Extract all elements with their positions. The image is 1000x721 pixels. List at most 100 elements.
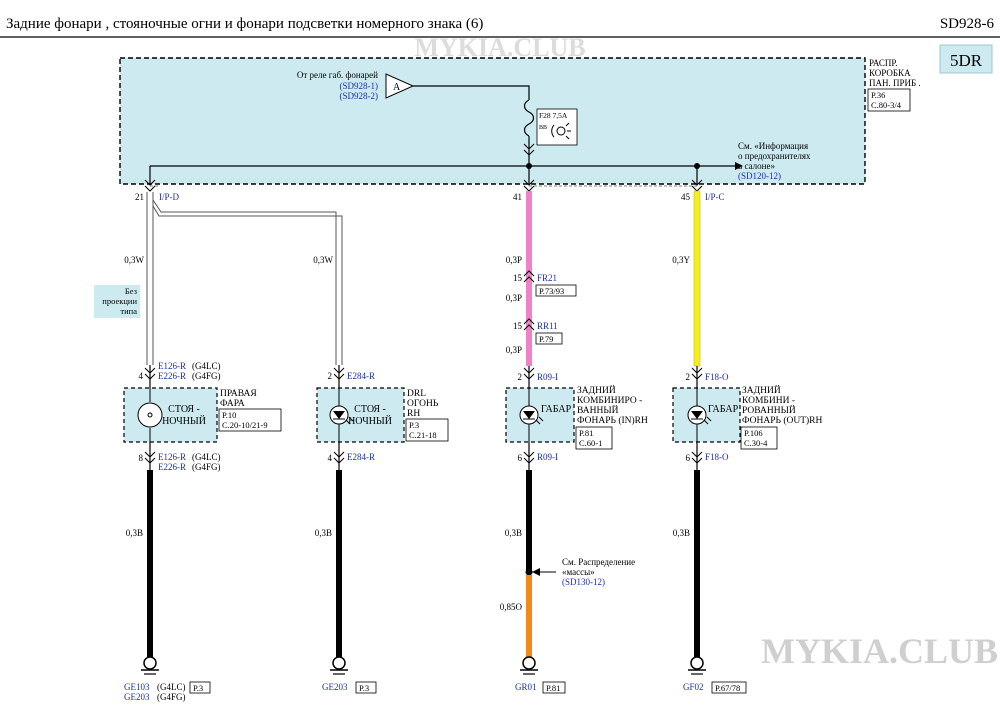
col1-conn-bot-2: E226-R <box>158 462 186 472</box>
col1-comp-name-2: ФАРА <box>220 399 245 409</box>
col3-ground-note-1: См. Распределение <box>562 557 635 567</box>
col4-pin-mid: 2 <box>686 372 691 382</box>
col1-conn-bot-2-var: (G4FG) <box>192 462 221 472</box>
col3-inline2-name: RR11 <box>537 321 558 331</box>
col3-comp-name-1: ЗАДНИЙ <box>577 384 616 396</box>
col4-comp-ref-2: C.30-4 <box>744 438 768 448</box>
col2-comp-inner-2: НОЧНЫЙ <box>348 415 392 427</box>
col4-ground-ref: P.67/78 <box>715 683 740 693</box>
col1-conn-mid-2: E226-R <box>158 371 186 381</box>
col1-comp-inner-2: НОЧНЫЙ <box>162 415 206 427</box>
col3-component <box>505 387 575 443</box>
info-note-1: См. «Информация <box>738 141 808 151</box>
col3-comp-inner: ГАБАР <box>541 404 572 415</box>
col2-wire-top: 0,3W <box>313 255 333 265</box>
no-projection-1: Без <box>125 286 138 296</box>
variant-badge: 5DR <box>950 51 983 70</box>
col3-wire-bot: 0,3B <box>505 528 522 538</box>
ground-icon <box>688 656 706 675</box>
fuse-box-name-2: КОРОБКА <box>869 68 911 78</box>
col2-conn-mid: E284-R <box>347 371 375 381</box>
col3-wire-pink <box>526 191 532 366</box>
fuse-box-name-3: ПАН. ПРИБ . <box>869 78 921 88</box>
col3-inline1-name: FR21 <box>537 273 557 283</box>
led-icon <box>519 405 544 425</box>
col1-ground-2-var: (G4FG) <box>157 692 186 702</box>
col4-comp-name-4: ФОНАРЬ (OUT)RH <box>742 415 823 426</box>
col1-wire-black <box>147 470 153 657</box>
col1-comp-ref-2: C.20-10/21-9 <box>222 420 268 430</box>
col2-comp-name-1: DRL <box>407 389 426 399</box>
col3-wire-black <box>526 470 532 572</box>
col1-conn-mid-1-var: (G4LC) <box>192 361 221 371</box>
ground-icon <box>330 656 348 675</box>
fuse-label: F28 7,5A <box>539 111 568 120</box>
col1-conn-bot-1-var: (G4LC) <box>192 452 221 462</box>
col2-wire-white <box>152 199 343 365</box>
fuse-box-ref-2: C.80-3/4 <box>871 100 902 110</box>
col4-wire-yellow <box>693 190 701 367</box>
col4-comp-ref-1: P.106 <box>744 428 763 438</box>
col1-wire-top: 0,3W <box>124 255 144 265</box>
info-note-3: в салоне» <box>738 161 775 171</box>
col3-ground: GR01 <box>515 682 537 692</box>
col3-pin-bot: 6 <box>518 453 523 463</box>
col4-wire-top: 0,3Y <box>672 255 690 265</box>
col3-inline2-pin: 15 <box>513 321 523 331</box>
col3-pin-top: 41 <box>513 192 522 202</box>
ground-icon <box>520 656 538 675</box>
col3-inline2-wire: 0,3P <box>506 345 522 355</box>
col3-comp-name-2: КОМБИНИРО - <box>577 396 642 406</box>
col1-comp-name-1: ПРАВАЯ <box>220 389 257 399</box>
col3-comp-ref-1: P.81 <box>579 428 593 438</box>
col3-conn-mid: R09-I <box>537 372 558 382</box>
info-note-2: о предохранителях <box>738 151 811 161</box>
col1-ground-1: GE103 <box>124 682 150 692</box>
no-projection-box <box>94 285 140 318</box>
col3-pin-mid: 2 <box>518 372 523 382</box>
no-projection-3: типа <box>120 306 137 316</box>
led-icon <box>687 405 712 425</box>
col2-ground: GE203 <box>322 682 348 692</box>
col4-conn-bot: F18-O <box>705 452 729 462</box>
col3-ground-ref: P.81 <box>546 683 560 693</box>
col1-pin-top: 21 <box>135 192 144 202</box>
parking-light-icon <box>551 122 571 140</box>
col4-comp-inner: ГАБАР <box>708 404 739 415</box>
col4-pin-top: 45 <box>681 192 691 202</box>
col2-wire-bot: 0,3B <box>315 528 332 538</box>
watermark-top: MYKIA.CLUB <box>414 33 585 62</box>
col3-comp-name-3: ВАННЫЙ <box>577 404 619 416</box>
col4-comp-name-2: КОМБИНИ - <box>742 396 795 406</box>
col4-wire-bot: 0,3B <box>673 528 690 538</box>
relay-source-ref-1: (SD928-1) <box>340 81 379 91</box>
col2-comp-ref-2: C.21-18 <box>409 430 437 440</box>
col3-ground-note-ref: (SD130-12) <box>562 577 605 587</box>
info-arrow <box>735 162 743 170</box>
info-note-ref: (SD120-12) <box>738 171 781 181</box>
col1-ground-ref: P.3 <box>193 683 203 693</box>
relay-source-label: От реле габ. фонарей <box>297 70 378 80</box>
fuse-label-box <box>536 108 578 146</box>
variant-badge-box <box>939 44 993 74</box>
page-code: SD928-6 <box>940 16 995 32</box>
relay-symbol: A <box>393 82 401 93</box>
page-title: Задние фонари , стояночные огни и фонари… <box>6 16 483 32</box>
col2-comp-name-3: RH <box>407 409 420 419</box>
col2-conn-bot: E284-R <box>347 452 375 462</box>
fuse-small-label: ВВ <box>539 125 547 131</box>
col1-comp-ref-1: P.10 <box>222 410 236 420</box>
ground-icon <box>141 656 159 675</box>
col1-wire-white <box>146 192 154 365</box>
relay-source-ref-2: (SD928-2) <box>340 91 379 101</box>
col3-inline1-pin: 15 <box>513 273 523 283</box>
col1-connector-top: I/P-D <box>159 192 180 202</box>
col4-comp-name-3: РОВАННЫЙ <box>742 404 796 416</box>
col2-comp-inner-1: СТОЯ - <box>354 404 386 415</box>
col4-conn-mid: F18-O <box>705 372 729 382</box>
led-icon <box>329 405 354 425</box>
col1-conn-bot-1: E126-R <box>158 452 186 462</box>
fuse-box-panel <box>119 57 866 185</box>
col3-inline1-ref: P.73/93 <box>539 286 564 296</box>
